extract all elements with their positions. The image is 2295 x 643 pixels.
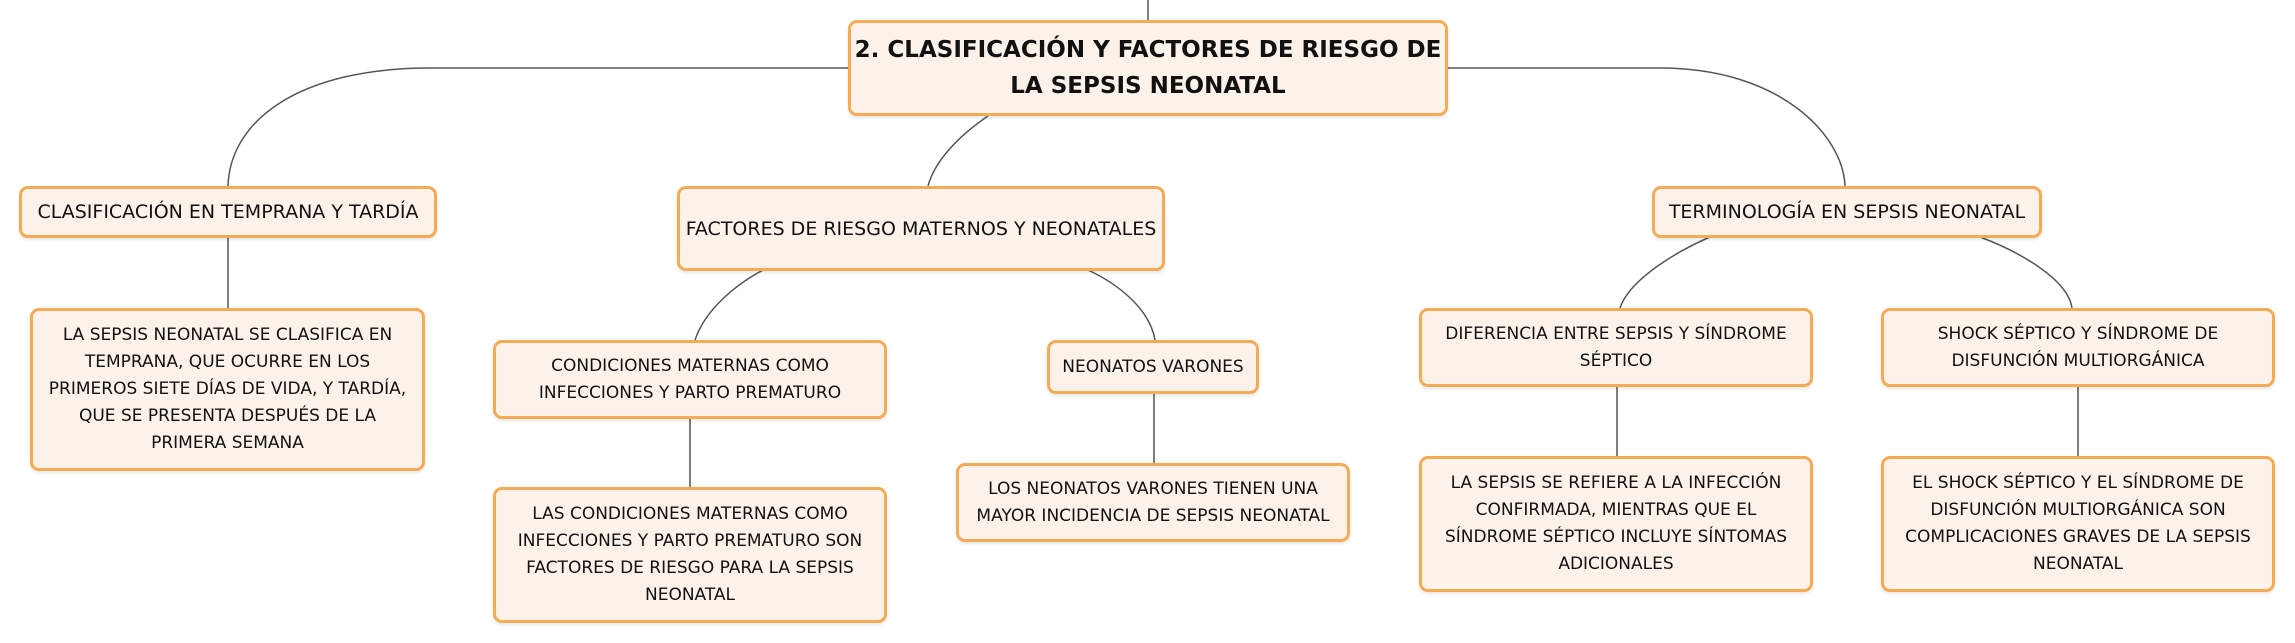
branch-terminology-label: TERMINOLOGÍA EN SEPSIS NEONATAL [1668,201,2026,223]
connector-risk-males [1087,269,1156,341]
leaf-classification-detail[interactable]: LA SEPSIS NEONATAL SE CLASIFICA EN TEMPR… [30,308,425,471]
subtopic-sepsis-vs-septic-syndrome[interactable]: DIFERENCIA ENTRE SEPSIS Y SÍNDROME SÉPTI… [1419,308,1813,387]
leaf-sepsis-vs-septic-syndrome-detail[interactable]: LA SEPSIS SE REFIERE A LA INFECCIÓN CONF… [1419,456,1813,592]
branch-risk-factors[interactable]: FACTORES DE RIESGO MATERNOS Y NEONATALES [677,186,1165,271]
subtopic-septic-shock-mods[interactable]: SHOCK SÉPTICO Y SÍNDROME DE DISFUNCIÓN M… [1881,308,2275,387]
subtopic-maternal-conditions[interactable]: CONDICIONES MATERNAS COMO INFECCIONES Y … [493,340,887,419]
subtopic-maternal-conditions-label: CONDICIONES MATERNAS COMO INFECCIONES Y … [538,355,842,403]
root-label: 2. CLASIFICACIÓN Y FACTORES DE RIESGO DE… [854,37,1442,99]
leaf-maternal-conditions-detail-text: LAS CONDICIONES MATERNAS COMO INFECCIONE… [517,504,863,605]
connector-root-terminology [1448,67,1846,187]
connector-terminology-shock [1979,236,2073,309]
connector-risk-maternal [694,269,764,341]
branch-terminology[interactable]: TERMINOLOGÍA EN SEPSIS NEONATAL [1652,186,2042,238]
subtopic-male-neonates[interactable]: NEONATOS VARONES [1047,340,1259,394]
subtopic-septic-shock-mods-label: SHOCK SÉPTICO Y SÍNDROME DE DISFUNCIÓN M… [1937,323,2219,371]
branch-classification-label: CLASIFICACIÓN EN TEMPRANA Y TARDÍA [37,201,419,223]
connector-root-classification [227,67,848,187]
subtopic-male-neonates-label: NEONATOS VARONES [1062,356,1244,377]
leaf-septic-shock-mods-detail-text: EL SHOCK SÉPTICO Y EL SÍNDROME DE DISFUN… [1905,473,2251,574]
leaf-classification-detail-text: LA SEPSIS NEONATAL SE CLASIFICA EN TEMPR… [48,325,407,453]
connector-terminology-difference [1619,236,1711,309]
leaf-maternal-conditions-detail[interactable]: LAS CONDICIONES MATERNAS COMO INFECCIONE… [493,487,887,623]
leaf-sepsis-vs-septic-syndrome-detail-text: LA SEPSIS SE REFIERE A LA INFECCIÓN CONF… [1444,473,1788,574]
leaf-male-neonates-detail-text: LOS NEONATOS VARONES TIENEN UNA MAYOR IN… [976,478,1330,526]
leaf-male-neonates-detail[interactable]: LOS NEONATOS VARONES TIENEN UNA MAYOR IN… [956,463,1350,542]
leaf-septic-shock-mods-detail[interactable]: EL SHOCK SÉPTICO Y EL SÍNDROME DE DISFUN… [1881,456,2275,592]
subtopic-sepsis-vs-septic-syndrome-label: DIFERENCIA ENTRE SEPSIS Y SÍNDROME SÉPTI… [1445,323,1787,371]
branch-risk-factors-label: FACTORES DE RIESGO MATERNOS Y NEONATALES [685,217,1157,240]
connector-root-risk-factors [927,115,989,187]
branch-classification[interactable]: CLASIFICACIÓN EN TEMPRANA Y TARDÍA [19,186,437,238]
root-node[interactable]: 2. CLASIFICACIÓN Y FACTORES DE RIESGO DE… [848,20,1448,116]
